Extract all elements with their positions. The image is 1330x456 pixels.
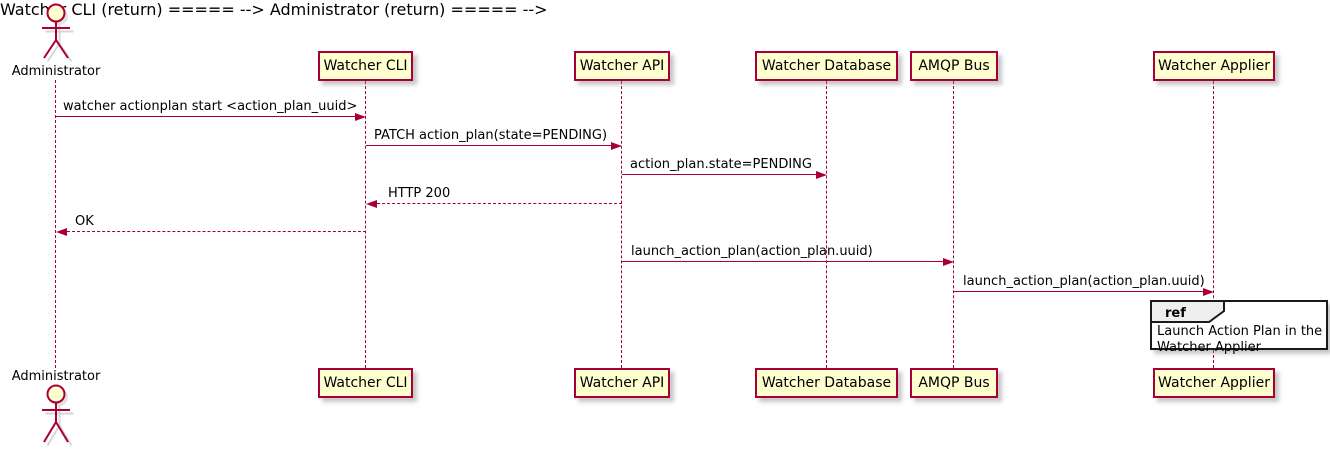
ref-keyword: ref xyxy=(1165,306,1186,321)
message-label-2: PATCH action_plan(state=PENDING) xyxy=(374,128,608,143)
participant-watcher-database-top: Watcher Database xyxy=(755,51,898,81)
participant-watcher-applier-bottom: Watcher Applier xyxy=(1153,368,1275,398)
ref-fragment: ref Launch Action Plan in the Watcher Ap… xyxy=(1150,300,1328,354)
message-line-7 xyxy=(954,291,1203,292)
ref-header-icon: ref xyxy=(1150,300,1225,323)
participant-watcher-database-bottom: Watcher Database xyxy=(755,368,898,398)
arrowhead-right-icon xyxy=(355,112,366,121)
message-line-6 xyxy=(622,261,943,262)
lifeline-amqp-bus xyxy=(953,81,954,368)
participant-amqp-bus-bottom: AMQP Bus xyxy=(910,368,998,398)
message-line-1 xyxy=(56,116,357,117)
participant-watcher-api-top: Watcher API xyxy=(574,51,670,81)
message-label-3: action_plan.state=PENDING xyxy=(630,157,812,172)
lifeline-watcher-applier xyxy=(1213,81,1214,368)
participant-amqp-bus-top: AMQP Bus xyxy=(910,51,998,81)
actor-icon xyxy=(42,384,74,447)
participant-watcher-cli-top: Watcher CLI xyxy=(318,51,413,81)
lifeline-administrator xyxy=(55,80,56,368)
ref-text: Launch Action Plan in the Watcher Applie… xyxy=(1157,323,1322,355)
participant-watcher-cli-bottom: Watcher CLI xyxy=(318,368,413,398)
message-line-3 xyxy=(622,174,816,175)
actor-label-top: Administrator xyxy=(11,64,101,79)
lifeline-watcher-database xyxy=(826,81,827,368)
participant-watcher-api-bottom: Watcher API xyxy=(574,368,670,398)
arrowhead-right-icon xyxy=(1203,287,1214,296)
actor-label-bottom: Administrator xyxy=(11,369,101,384)
ref-text-line-1: Launch Action Plan in the xyxy=(1157,323,1323,339)
participant-watcher-applier-top: Watcher Applier xyxy=(1153,51,1275,81)
arrowhead-right-icon xyxy=(816,170,827,179)
message-line-4 xyxy=(377,203,622,204)
actor-icon xyxy=(42,3,74,63)
ref-text-line-2: Watcher Applier xyxy=(1157,339,1261,355)
message-line-5 xyxy=(67,231,366,232)
arrowhead-right-icon xyxy=(611,141,622,150)
lifeline-watcher-cli xyxy=(365,81,366,368)
message-label-4: HTTP 200 xyxy=(388,186,451,201)
message-label-1: watcher actionplan start <action_plan_uu… xyxy=(63,99,358,114)
lifeline-watcher-api xyxy=(621,81,622,368)
arrowhead-left-icon xyxy=(56,227,67,236)
message-label-5: OK xyxy=(75,214,94,229)
arrowhead-right-icon xyxy=(943,257,954,266)
arrowhead-left-icon xyxy=(366,199,377,208)
message-label-6: launch_action_plan(action_plan.uuid) xyxy=(631,244,873,259)
message-label-7: launch_action_plan(action_plan.uuid) xyxy=(963,274,1205,289)
message-line-2 xyxy=(366,145,611,146)
